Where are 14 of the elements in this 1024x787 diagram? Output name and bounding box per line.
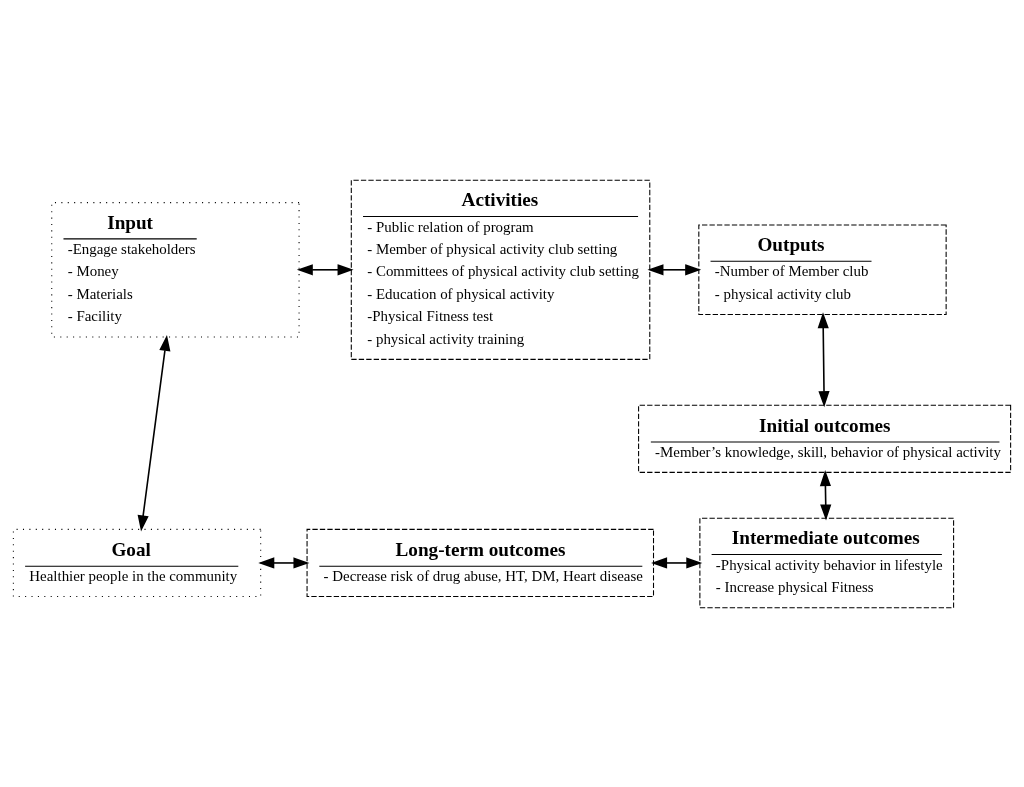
- node-box: Input -Engage stakeholders - Money - Materials - Facility: [51, 201, 300, 337]
- arrow: [647, 263, 702, 275]
- arrow: [819, 469, 832, 520]
- node-box: Activities - Public relation of program - Member of physical activity club setting - Committees of physical activity club setting - Education of physical activity -Physical Fitness test - physical activity training: [350, 179, 651, 360]
- arrow: [651, 556, 703, 569]
- arrow: [817, 311, 830, 407]
- node-box: Goal Healthier people in the community: [12, 528, 262, 597]
- node-box: Intermediate outcomes -Physical activity behavior in lifestyle - Increase physical Fitness: [699, 517, 955, 608]
- node-box: Outputs -Number of Member club - physical activity club: [698, 224, 947, 315]
- node-box: Initial outcomes -Member’s knowledge, skill, behavior of physical activity: [638, 404, 1012, 473]
- arrow: [137, 334, 171, 531]
- node-box: Long-term outcomes - Decrease risk of drug abuse, HT, DM, Heart disease: [306, 528, 655, 597]
- arrow: [258, 556, 310, 569]
- arrow: [296, 263, 354, 275]
